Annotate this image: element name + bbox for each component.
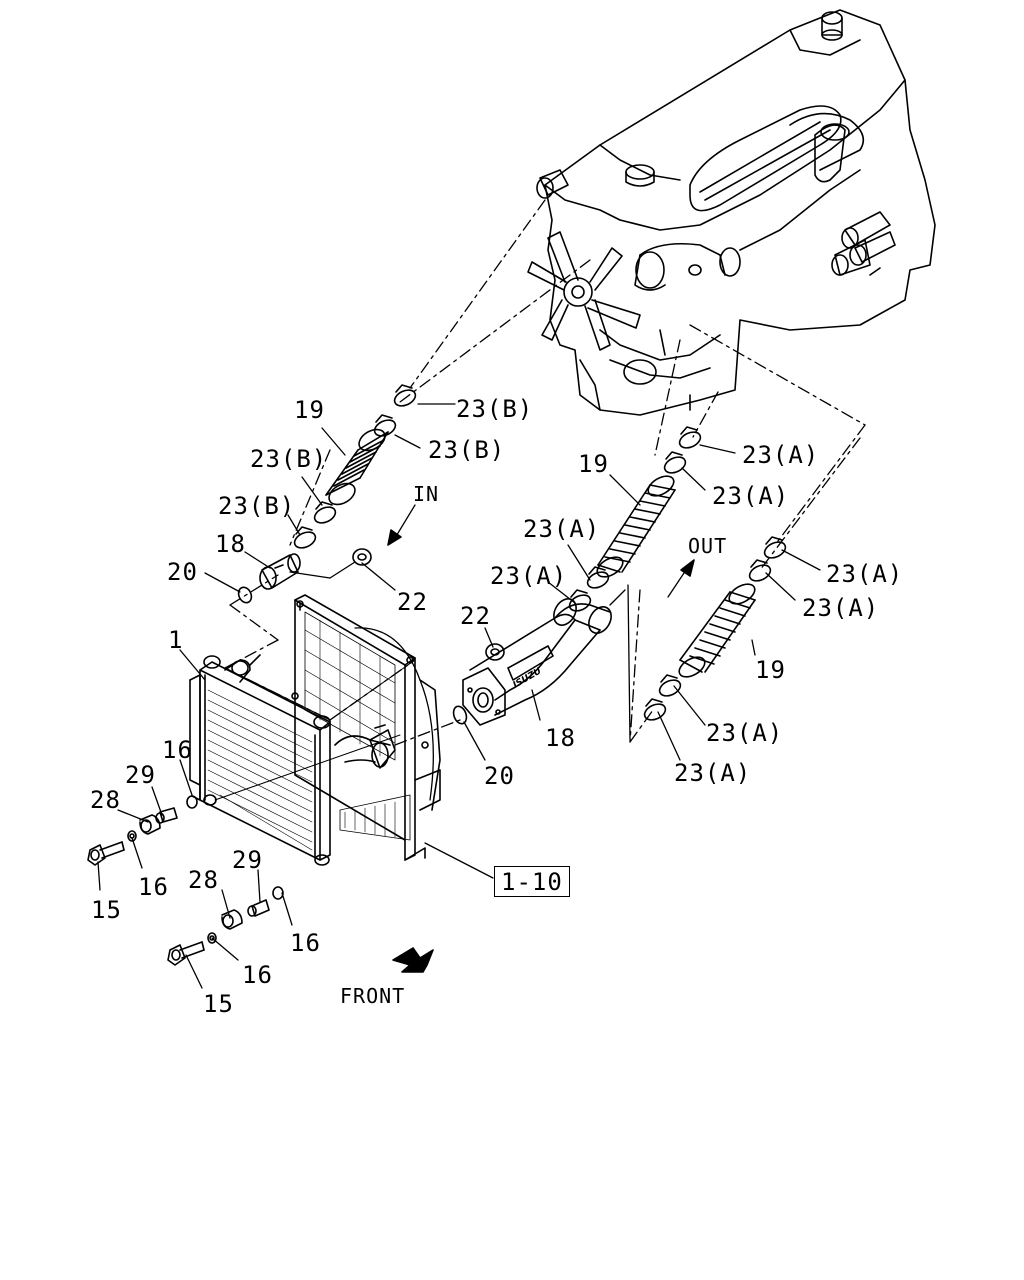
callout-20: 20 (167, 558, 198, 586)
intake-hose-middle (594, 472, 677, 581)
callout-23b: 23(B) (428, 436, 506, 464)
label-out: OUT (688, 534, 728, 558)
callout-28: 28 (90, 786, 121, 814)
elbow-pipe-left (260, 554, 300, 589)
nut (486, 644, 504, 660)
arrow-front-icon (393, 948, 433, 972)
callout-29: 29 (125, 761, 156, 789)
callout-23a: 23(A) (742, 441, 820, 469)
callout-15: 15 (91, 896, 122, 924)
callout-16: 16 (162, 736, 193, 764)
intake-hose-left (325, 425, 388, 509)
callout-22: 22 (397, 588, 428, 616)
callout-23a: 23(A) (523, 515, 601, 543)
arrow-out-icon (668, 560, 694, 597)
callout-19: 19 (294, 396, 325, 424)
callout-23a: 23(A) (706, 719, 784, 747)
callout-23a: 23(A) (712, 482, 790, 510)
brand-marking: ISUZU (512, 666, 544, 690)
mounting-hardware-upper (88, 796, 197, 865)
engine-block (528, 10, 935, 415)
callout-23a: 23(A) (826, 560, 904, 588)
callout-20: 20 (484, 762, 515, 790)
callout-23b: 23(B) (250, 445, 328, 473)
cooling-fan (528, 232, 640, 350)
leader-lines (98, 404, 820, 988)
intercooler-outlet-pipe (463, 595, 616, 725)
arrow-in-icon (388, 505, 415, 545)
callout-19: 19 (755, 656, 786, 684)
callout-29: 29 (232, 846, 263, 874)
callout-18: 18 (545, 724, 576, 752)
intercooler (190, 595, 440, 865)
callout-1: 1 (168, 626, 184, 654)
label-front: FRONT (340, 984, 406, 1008)
label-in: IN (413, 482, 440, 506)
callout-16: 16 (242, 961, 273, 989)
callout-23b: 23(B) (456, 395, 534, 423)
mounting-hardware-lower (168, 887, 283, 965)
o-ring (236, 585, 254, 605)
callout-22: 22 (460, 602, 491, 630)
nut (353, 549, 371, 565)
callout-23a: 23(A) (802, 594, 880, 622)
callout-23a: 23(A) (490, 562, 568, 590)
callout-23b: 23(B) (218, 492, 296, 520)
callout-19: 19 (578, 450, 609, 478)
callout-28: 28 (188, 866, 219, 894)
callout-15: 15 (203, 990, 234, 1018)
hose-clamp (567, 427, 788, 723)
reference-box-1-10: 1-10 (494, 866, 570, 897)
hose-clamp (292, 385, 418, 551)
outlet-hose-right (676, 580, 758, 681)
callout-23a: 23(A) (674, 759, 752, 787)
o-ring (451, 704, 468, 725)
callout-18: 18 (215, 530, 246, 558)
callout-16: 16 (290, 929, 321, 957)
callout-16: 16 (138, 873, 169, 901)
